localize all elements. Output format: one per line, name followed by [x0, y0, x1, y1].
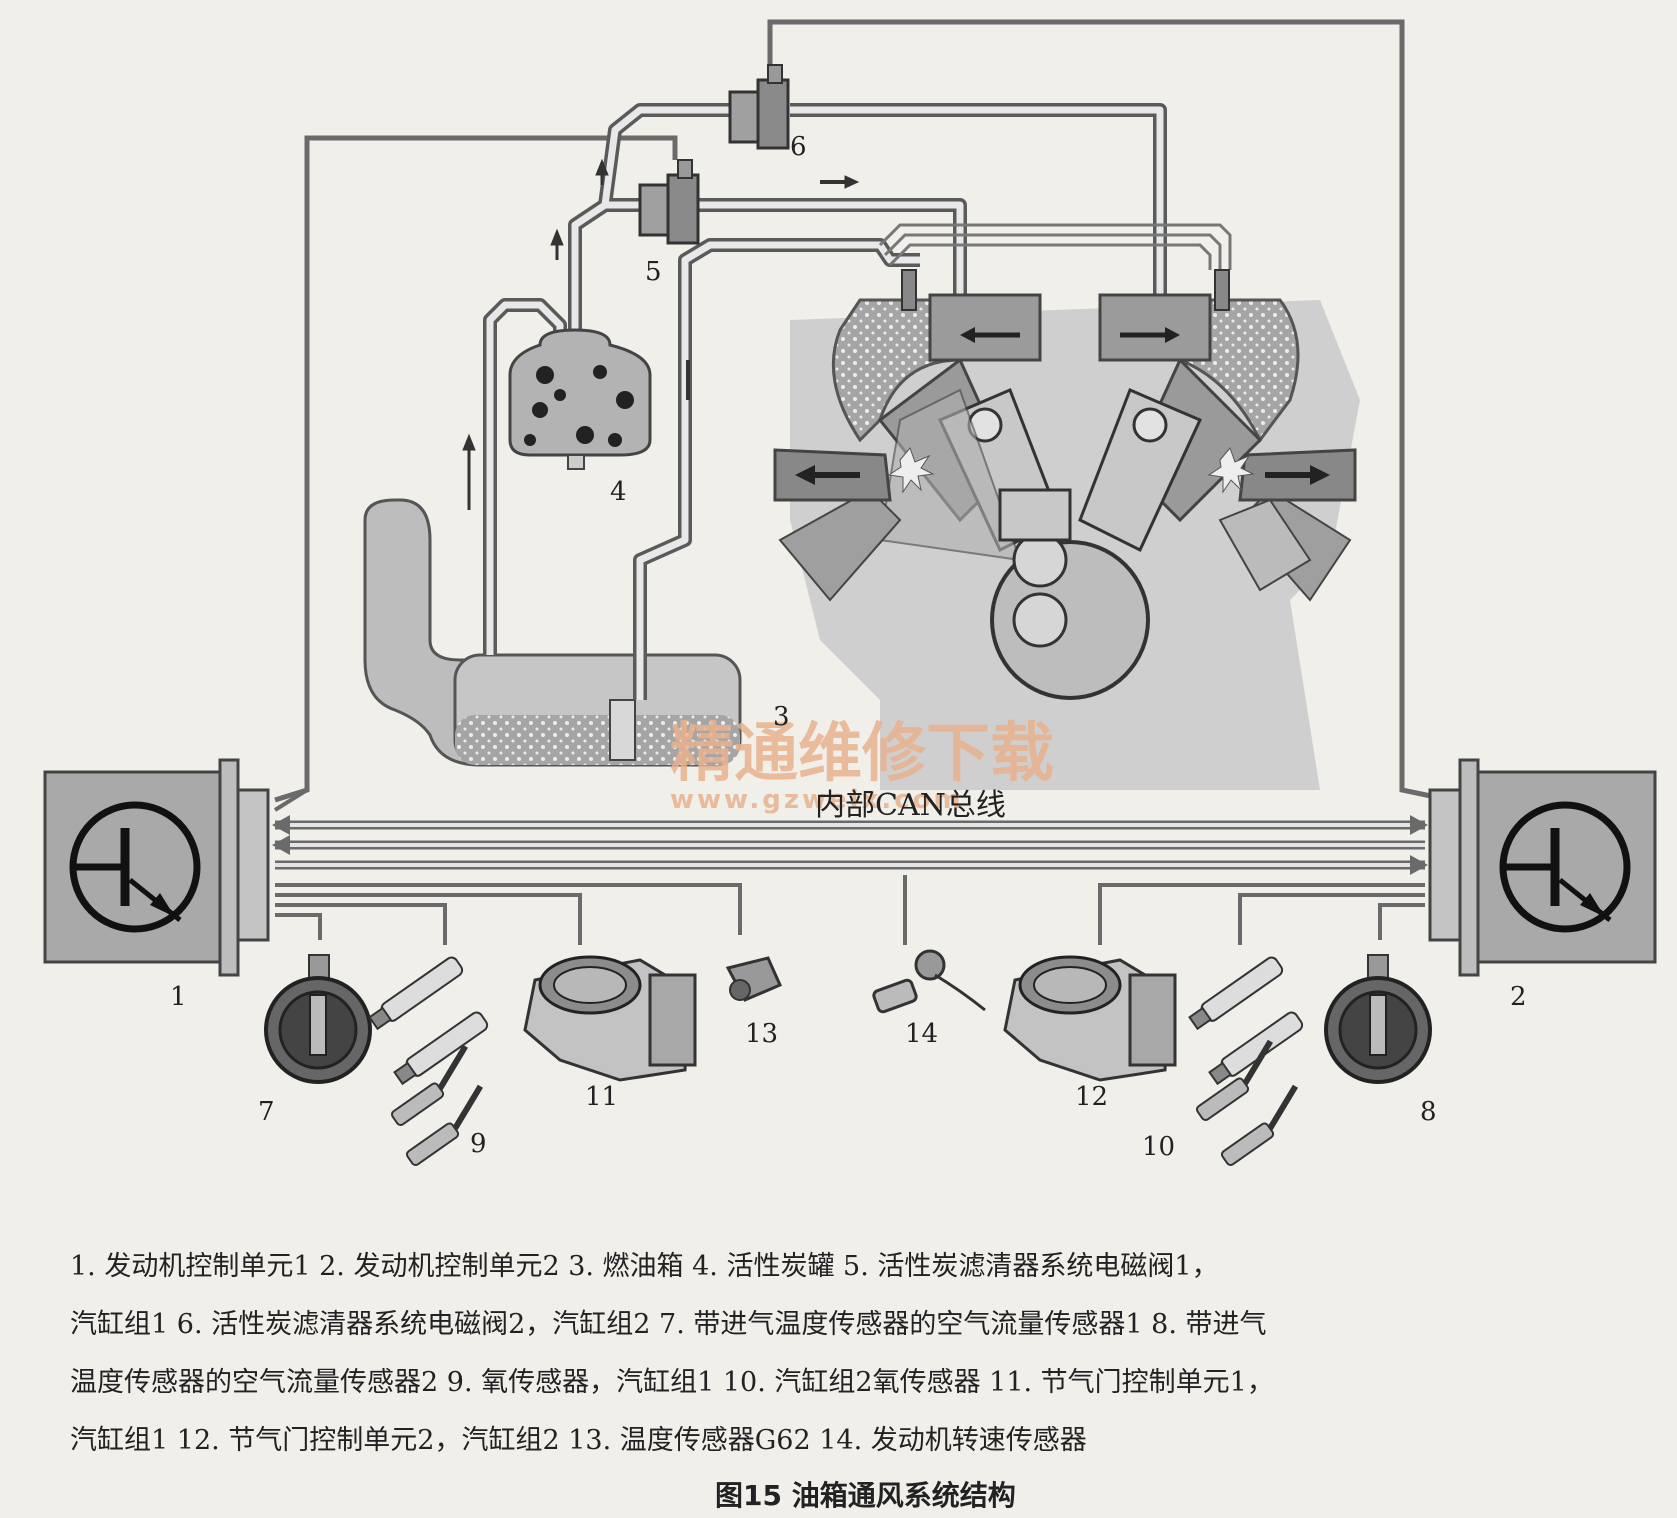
callout-9: 9 — [470, 1129, 487, 1159]
engine-control-unit-2 — [1428, 758, 1657, 977]
engine-control-unit-1 — [43, 758, 270, 977]
callout-11: 11 — [585, 1082, 618, 1112]
engine-speed-sensor-14 — [872, 949, 986, 1014]
callout-10: 10 — [1142, 1132, 1175, 1162]
solenoid-valve-6 — [728, 64, 790, 150]
can-bus-arrows — [272, 815, 1428, 875]
watermark-text: 精通维修下载 — [670, 717, 1054, 791]
callout-4: 4 — [610, 477, 627, 507]
carbon-canister — [508, 328, 652, 470]
vent-pipes-inner — [486, 106, 1164, 700]
air-flow-meter-7 — [264, 954, 372, 1084]
callout-13: 13 — [745, 1019, 778, 1049]
oxygen-sensors-10 — [1188, 956, 1304, 1166]
watermark-url: www.gzweix.com — [670, 785, 964, 815]
can-bus-lines-inner — [275, 823, 1425, 867]
throttle-control-unit-11 — [523, 955, 697, 1082]
callout-6: 6 — [790, 132, 807, 162]
air-flow-meter-8 — [1324, 954, 1432, 1084]
callout-12: 12 — [1075, 1082, 1108, 1112]
callout-1: 1 — [170, 982, 187, 1012]
solenoid-valve-5 — [638, 159, 700, 245]
caption-line-2: 汽缸组1 6. 活性炭滤清器系统电磁阀2，汽缸组2 7. 带进气温度传感器的空气… — [70, 1309, 1267, 1340]
callout-5: 5 — [645, 257, 662, 287]
temperature-sensor-13 — [725, 956, 782, 1002]
oxygen-sensors-9 — [368, 956, 489, 1166]
callout-14: 14 — [905, 1019, 938, 1049]
can-bus-label: 内部CAN总线 — [815, 788, 1006, 823]
v-engine — [778, 298, 1352, 700]
intake-ports — [901, 269, 1230, 362]
exhaust-pipes — [773, 447, 1357, 502]
callout-7: 7 — [258, 1097, 275, 1127]
caption-line-1: 1. 发动机控制单元1 2. 发动机控制单元2 3. 燃油箱 4. 活性炭罐 5… — [70, 1251, 1219, 1282]
callout-3: 3 — [773, 702, 790, 732]
throttle-control-unit-12 — [1003, 955, 1177, 1082]
callout-8: 8 — [1420, 1097, 1437, 1127]
flow-arrows — [462, 158, 860, 510]
intake-rails — [878, 223, 1232, 270]
ecu-wiring — [274, 19, 1451, 803]
caption-line-3: 温度传感器的空气流量传感器2 9. 氧传感器，汽缸组1 10. 汽缸组2氧传感器… — [70, 1367, 1274, 1398]
figure-title: 图15 油箱通风系统结构 — [715, 1479, 1016, 1512]
sensor-wires — [273, 788, 1425, 945]
caption-line-4: 汽缸组1 12. 节气门控制单元2，汽缸组2 13. 温度传感器G62 14. … — [70, 1425, 1087, 1456]
callout-2: 2 — [1510, 982, 1527, 1012]
